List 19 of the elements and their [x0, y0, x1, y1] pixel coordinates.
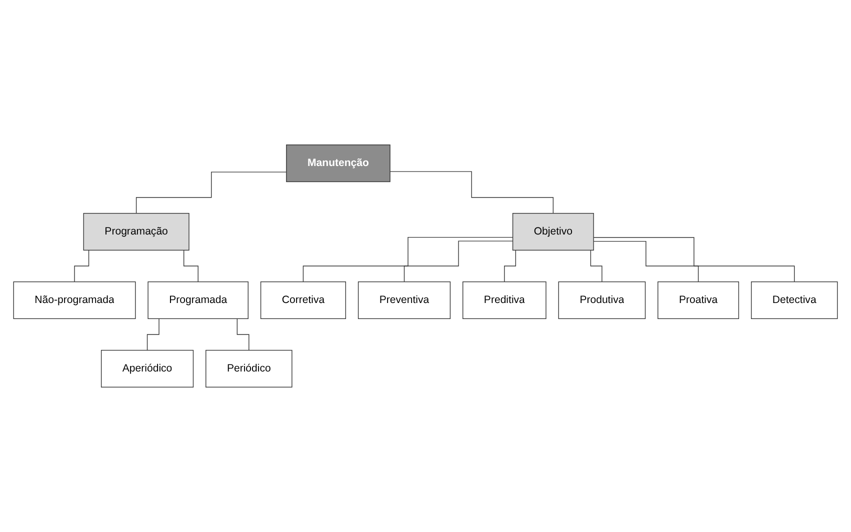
node-box: Corretiva: [260, 281, 346, 320]
node-box: Programada: [148, 281, 248, 320]
node-box: Detectiva: [750, 281, 838, 320]
node-box: Programação: [83, 212, 190, 251]
connector: [390, 171, 554, 214]
node-box: Preditiva: [462, 281, 546, 320]
connector: [136, 172, 287, 214]
node-box: Objetivo: [512, 212, 594, 251]
node-box: Periódico: [206, 350, 292, 388]
node-box: Proativa: [658, 281, 740, 320]
connector: [593, 237, 795, 282]
connector: [404, 240, 514, 282]
node-box: Manutenção: [286, 144, 390, 182]
node-box: Produtiva: [558, 281, 646, 320]
connector: [593, 240, 699, 282]
node-box: Preventiva: [358, 281, 451, 320]
node-box: Aperiódico: [100, 350, 194, 388]
connector: [302, 236, 514, 282]
node-box: Não-programada: [13, 281, 136, 320]
